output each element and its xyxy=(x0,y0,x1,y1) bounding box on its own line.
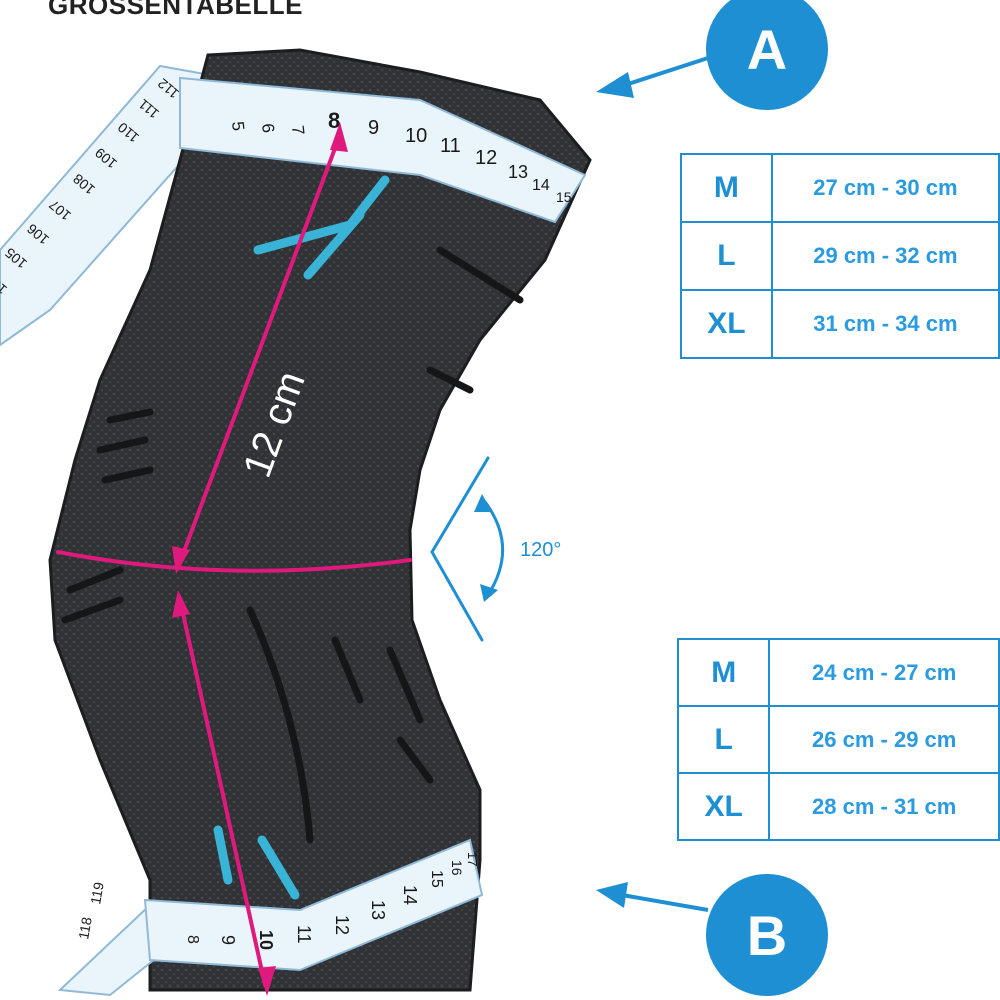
range-cell: 24 cm - 27 cm xyxy=(768,638,1000,707)
size-table-b: M 24 cm - 27 cm L 26 cm - 29 cm XL 28 cm… xyxy=(676,638,1000,841)
tape-number: 9 xyxy=(218,935,238,945)
tape-number: 5 xyxy=(228,120,248,131)
tape-number: 17 xyxy=(465,852,480,866)
size-cell: L xyxy=(676,705,771,774)
tape-number: 14 xyxy=(532,177,550,194)
size-cell: M xyxy=(680,153,773,223)
table-row: L 26 cm - 29 cm xyxy=(676,705,1000,774)
size-cell: L xyxy=(680,221,773,291)
cyan-accent-stripes xyxy=(213,175,390,900)
tape-top: 5 6 7 8 9 10 11 12 13 14 15 xyxy=(179,76,587,224)
tape-number: 7 xyxy=(288,124,308,135)
table-row: M 27 cm - 30 cm xyxy=(680,153,1000,223)
tape-number: 6 xyxy=(258,122,278,133)
dark-knit-stripes xyxy=(61,246,524,844)
table-row: XL 28 cm - 31 cm xyxy=(676,772,1000,841)
elbow-sleeve xyxy=(48,48,592,992)
tape-number: 13 xyxy=(508,162,528,182)
tape-top-tail: 112 111 110 109 108 107 106 105 10 xyxy=(0,64,212,347)
tape-number: 14 xyxy=(400,885,420,905)
tape-number: 8 xyxy=(328,108,340,133)
table-row: XL 31 cm - 34 cm xyxy=(680,289,1000,359)
measure-lines xyxy=(56,122,412,996)
page-title: GROSSENTABELLE xyxy=(48,0,303,20)
size-cell: M xyxy=(676,638,771,707)
tape-number: 11 xyxy=(440,135,461,157)
tape-number: 11 xyxy=(294,925,314,944)
size-cell: XL xyxy=(680,289,773,359)
measure-point-a-badge: A xyxy=(706,0,828,110)
tape-number: 16 xyxy=(449,860,465,876)
size-cell: XL xyxy=(676,772,771,841)
tape-bottom: 119 118 8 9 10 11 12 13 14 15 16 17 xyxy=(57,838,484,997)
tape-number: 15 xyxy=(428,870,445,888)
range-cell: 31 cm - 34 cm xyxy=(770,289,1000,359)
table-row: M 24 cm - 27 cm xyxy=(676,638,1000,707)
tape-number: 10 xyxy=(0,276,10,298)
range-cell: 26 cm - 29 cm xyxy=(768,705,1000,774)
tape-number: 8 xyxy=(184,935,201,944)
tape-number: 10 xyxy=(405,125,427,147)
tape-number: 13 xyxy=(368,900,388,920)
range-cell: 29 cm - 32 cm xyxy=(770,221,1000,291)
tape-number: 9 xyxy=(368,117,379,139)
table-row: L 29 cm - 32 cm xyxy=(680,221,1000,291)
tape-number: 12 xyxy=(332,915,352,935)
tape-number: 119 xyxy=(87,881,107,906)
range-cell: 28 cm - 31 cm xyxy=(768,772,1000,841)
tape-number: 10 xyxy=(256,930,276,950)
measure-point-b-badge: B xyxy=(706,874,828,996)
size-table-a: M 27 cm - 30 cm L 29 cm - 32 cm XL 31 cm… xyxy=(680,153,1000,359)
tape-number: 118 xyxy=(75,916,95,941)
tape-number: 15 xyxy=(556,189,572,205)
pointer-arrows xyxy=(596,56,709,912)
range-cell: 27 cm - 30 cm xyxy=(770,153,1000,223)
tape-number: 12 xyxy=(475,147,497,169)
angle-indicator xyxy=(430,456,505,642)
angle-label: 120° xyxy=(520,539,561,561)
